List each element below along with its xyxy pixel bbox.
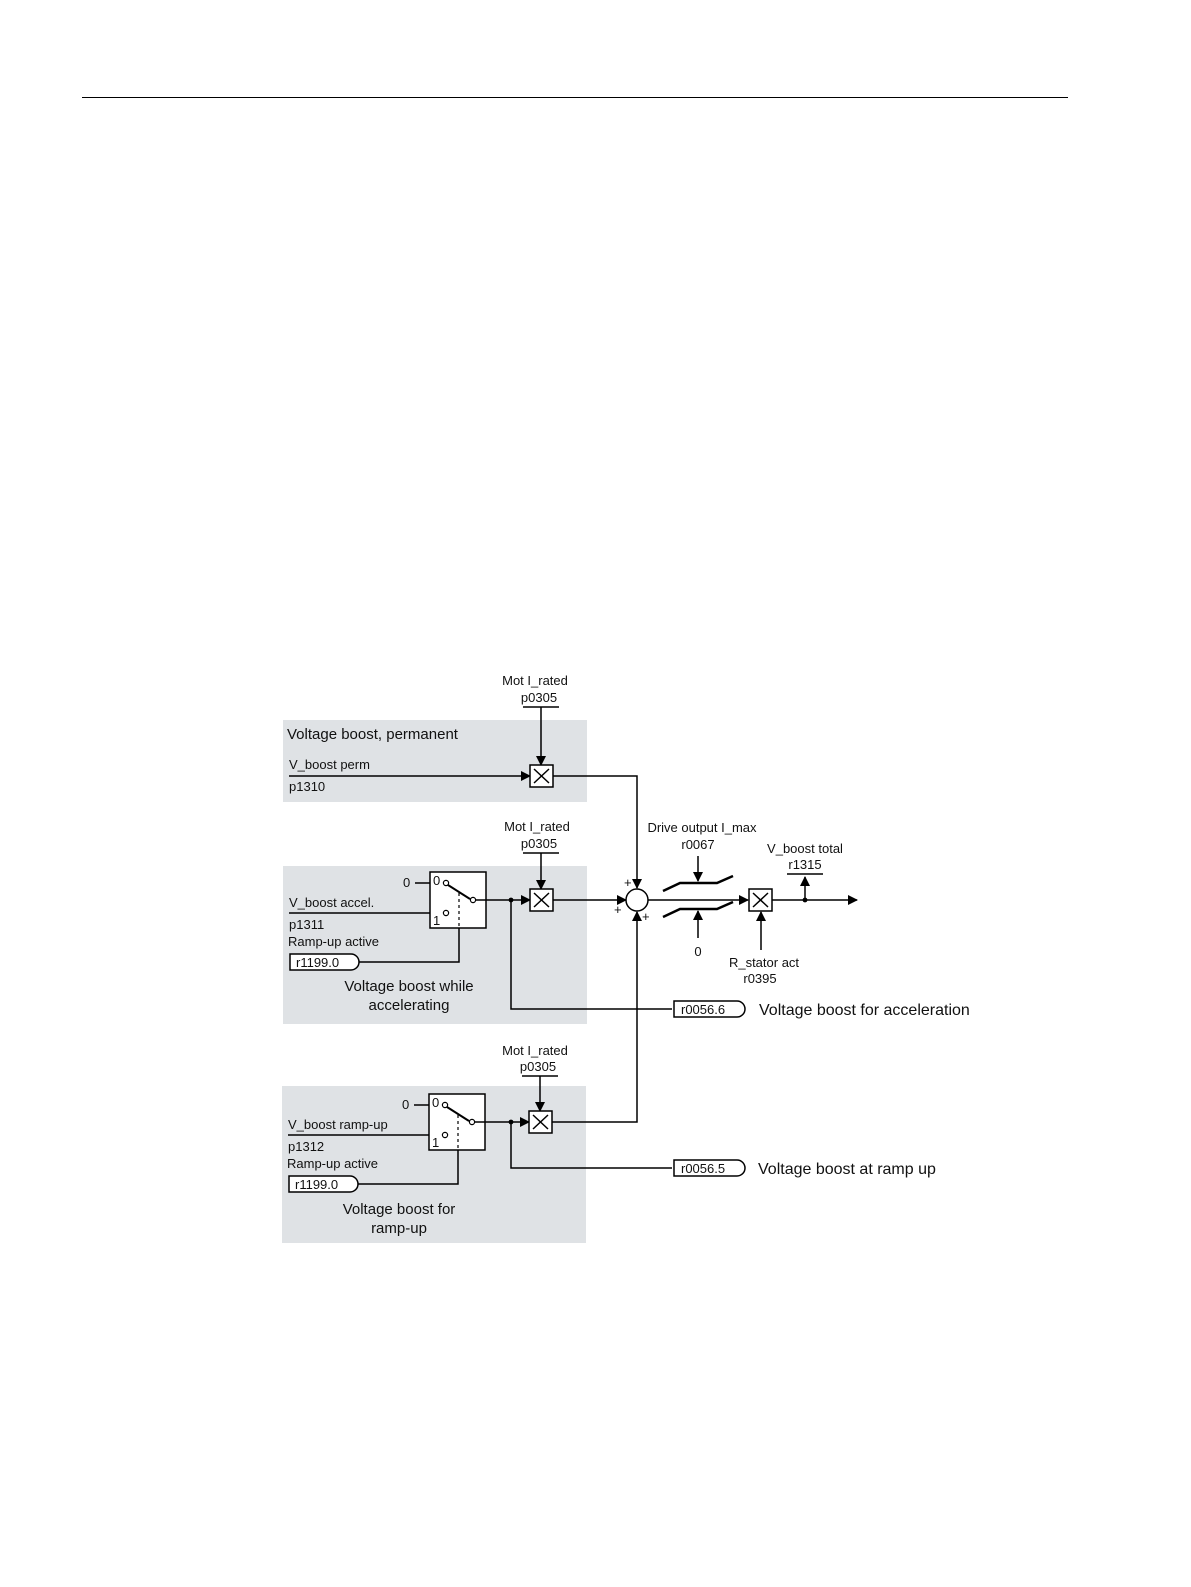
multiplier-3 xyxy=(528,1110,553,1134)
rampup-switch-source: r1199.0 xyxy=(295,1177,338,1192)
stator-param: r0395 xyxy=(743,971,776,986)
stator-name: R_stator act xyxy=(729,955,799,970)
rampup-param: p1312 xyxy=(288,1139,324,1154)
rampup-status-line xyxy=(510,1122,672,1169)
rampup-switch-source-connector xyxy=(288,1175,359,1193)
permanent-param: p1310 xyxy=(289,779,325,794)
status-connector-rampup xyxy=(673,1159,746,1177)
sum-sign-left: + xyxy=(614,902,622,917)
output-param: r1315 xyxy=(788,857,821,872)
limiter-param: r0067 xyxy=(681,837,714,852)
status-param-accel: r0056.6 xyxy=(681,1002,725,1017)
current-limiter xyxy=(662,874,734,919)
summation-node xyxy=(625,888,649,912)
sum-sign-top: + xyxy=(624,875,632,890)
rampup-control-line xyxy=(358,1150,459,1185)
rampup-title-line2: ramp-up xyxy=(371,1220,427,1237)
multiplier-4 xyxy=(748,888,773,912)
accel-param: p1311 xyxy=(289,917,324,932)
mult3-to-sum xyxy=(552,911,642,1123)
mult3-param: p0305 xyxy=(520,1059,556,1074)
accel-control-line xyxy=(359,928,460,963)
mult2-param: p0305 xyxy=(521,836,557,851)
mult3-name: Mot I_rated xyxy=(502,1043,568,1058)
accel-switch xyxy=(429,871,487,929)
accel-switch-label: Ramp-up active xyxy=(288,934,379,949)
mult1-to-sum xyxy=(553,775,642,889)
header-rule xyxy=(82,97,1068,98)
rampup-signal-name: V_boost ramp-up xyxy=(288,1117,388,1132)
permanent-title: Voltage boost, permanent xyxy=(287,726,459,743)
accel-zero-input: 0 xyxy=(403,875,410,890)
mult1-param: p0305 xyxy=(521,690,557,705)
accel-title-line2: accelerating xyxy=(369,997,450,1014)
rampup-switch-pos1: 1 xyxy=(432,1135,439,1150)
status-param-rampup: r0056.5 xyxy=(681,1161,725,1176)
rampup-switch-label: Ramp-up active xyxy=(287,1156,378,1171)
rampup-switch-pos0: 0 xyxy=(432,1095,439,1110)
rampup-title-line1: Voltage boost for xyxy=(343,1201,456,1218)
mult2-name: Mot I_rated xyxy=(504,819,570,834)
accel-signal-name: V_boost accel. xyxy=(289,895,374,910)
accel-switch-source-connector xyxy=(289,953,360,971)
multiplier-2 xyxy=(529,888,554,912)
sum-sign-bottom: + xyxy=(642,909,650,924)
status-label-accel: Voltage boost for acceleration xyxy=(759,1002,970,1019)
limiter-lower: 0 xyxy=(694,944,701,959)
multiplier-1 xyxy=(529,764,554,788)
output-name: V_boost total xyxy=(767,841,843,856)
accel-switch-source: r1199.0 xyxy=(296,955,339,970)
accel-title-line1: Voltage boost while xyxy=(344,978,473,995)
accel-switch-pos0: 0 xyxy=(433,873,440,888)
mult1-name: Mot I_rated xyxy=(502,673,568,688)
rampup-switch xyxy=(428,1093,486,1151)
permanent-signal-name: V_boost perm xyxy=(289,757,370,772)
limiter-name: Drive output I_max xyxy=(647,820,757,835)
rampup-zero-input: 0 xyxy=(402,1097,409,1112)
accel-status-line xyxy=(510,900,672,1010)
accel-switch-pos1: 1 xyxy=(433,913,440,928)
status-connector-accel xyxy=(673,1000,746,1018)
status-label-rampup: Voltage boost at ramp up xyxy=(758,1161,936,1178)
